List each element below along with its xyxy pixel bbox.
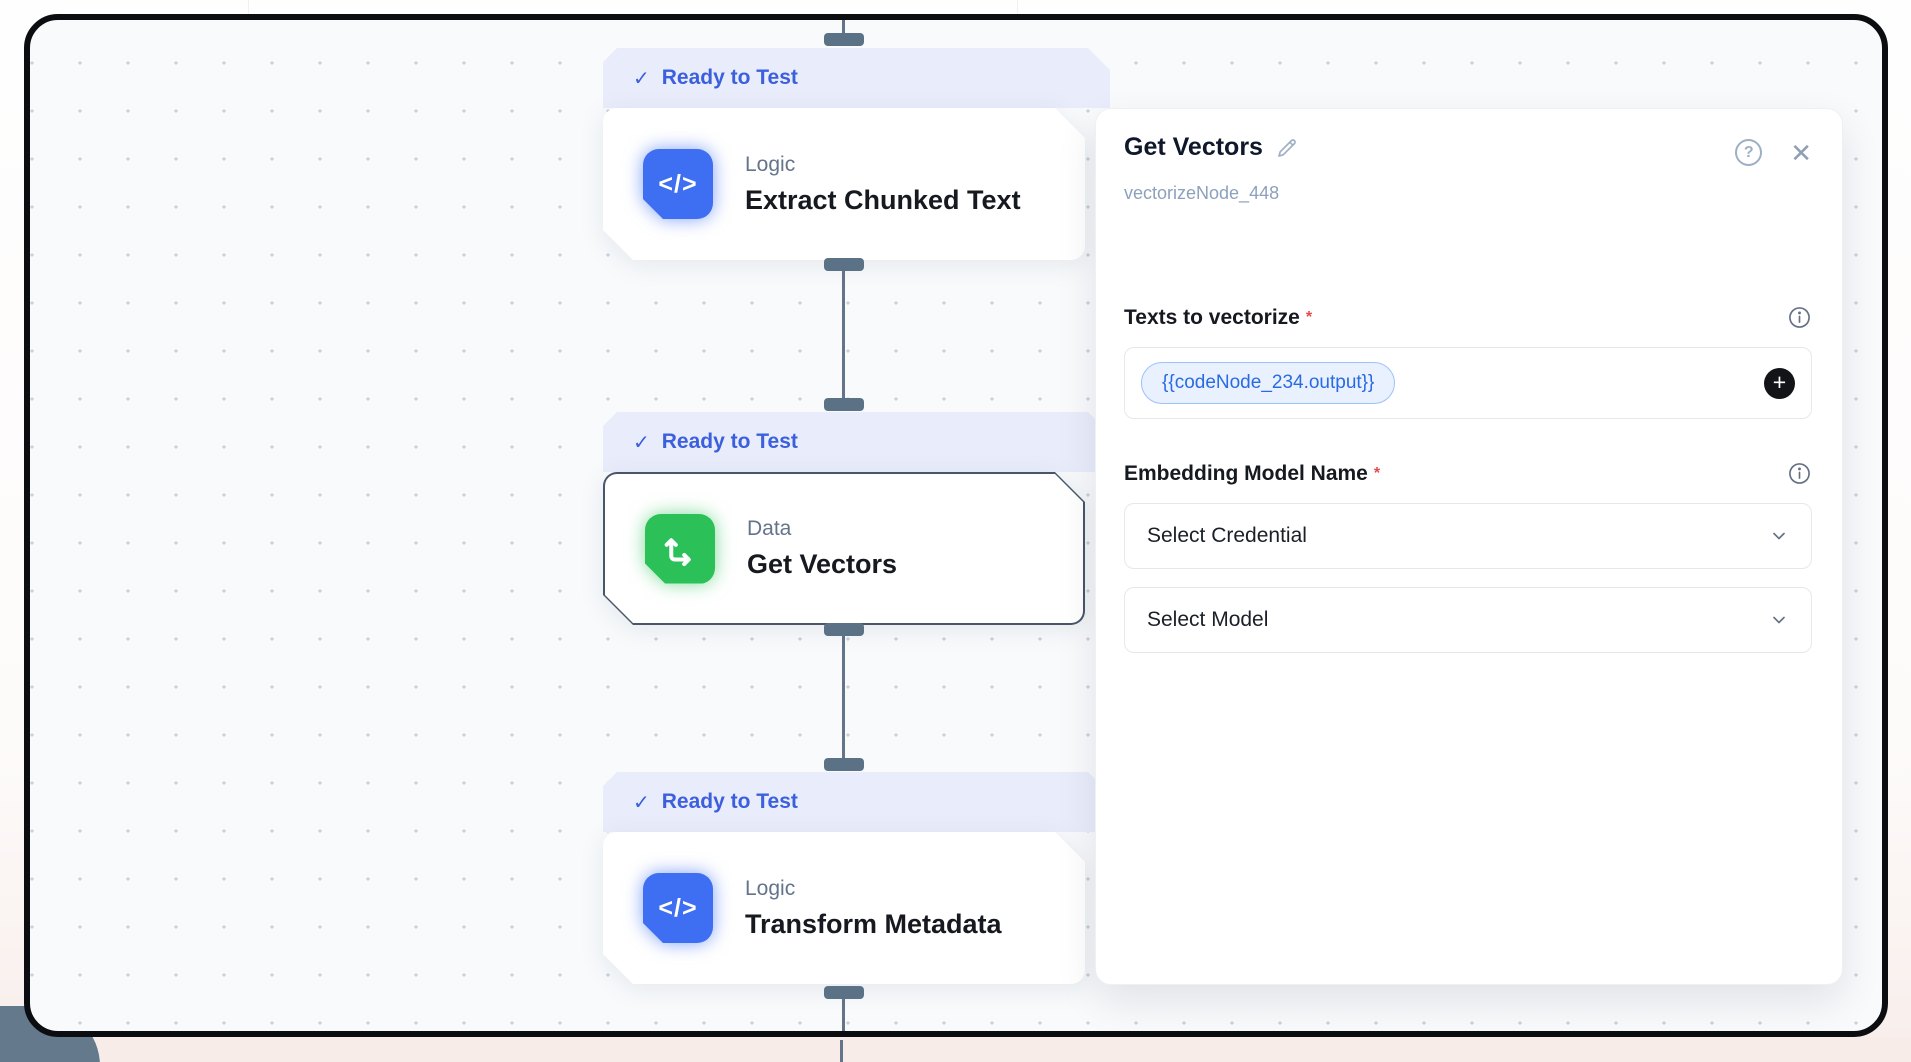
credential-select[interactable]: Select Credential	[1124, 503, 1812, 569]
panel-header: Get Vectors ? ✕	[1124, 133, 1812, 166]
chevron-down-icon	[1769, 610, 1789, 630]
code-icon: </>	[643, 149, 713, 219]
node-title: Transform Metadata	[745, 908, 1002, 939]
status-badge-label: Ready to Test	[661, 430, 798, 453]
connector-line-top	[842, 20, 845, 42]
node-card[interactable]: Data Get Vectors	[605, 474, 1083, 623]
check-icon: ✓	[633, 431, 650, 454]
connector-line-below-frame	[840, 1040, 843, 1062]
field-label-row: Texts to vectorize *	[1124, 305, 1812, 330]
help-icon[interactable]: ?	[1735, 139, 1763, 166]
field-label-row: Embedding Model Name *	[1124, 461, 1812, 486]
edit-pencil-icon[interactable]	[1275, 136, 1299, 160]
vector-axes-icon	[645, 514, 715, 584]
check-icon: ✓	[633, 67, 650, 90]
node-id-label: vectorizeNode_448	[1124, 183, 1280, 203]
required-asterisk: *	[1305, 308, 1313, 326]
node-transform-metadata: ✓ Ready to Test </> Logic Transform Meta…	[603, 772, 1110, 984]
connector-line-1-2	[842, 262, 845, 406]
node-extract-chunked-text: ✓ Ready to Test </> Logic Extract Chunke…	[603, 48, 1110, 260]
workflow-canvas[interactable]: ✓ Ready to Test </> Logic Extract Chunke…	[30, 20, 1882, 1031]
input-handle[interactable]	[824, 758, 864, 771]
status-badge-label: Ready to Test	[661, 66, 798, 89]
status-badge: ✓ Ready to Test	[603, 48, 1110, 108]
node-category: Logic	[745, 876, 796, 900]
field-label: Texts to vectorize	[1124, 305, 1300, 329]
node-title: Extract Chunked Text	[745, 184, 1021, 215]
output-handle[interactable]	[824, 986, 864, 999]
output-handle[interactable]	[824, 258, 864, 271]
node-config-panel: Get Vectors ? ✕ vectorizeNode_448 Texts	[1095, 108, 1843, 985]
info-icon[interactable]	[1787, 461, 1812, 486]
info-icon[interactable]	[1787, 305, 1812, 330]
credential-select-value: Select Credential	[1147, 524, 1307, 547]
node-category: Data	[747, 517, 792, 540]
check-icon: ✓	[633, 791, 650, 814]
status-badge: ✓ Ready to Test	[603, 772, 1110, 832]
model-select[interactable]: Select Model	[1124, 587, 1812, 653]
add-item-button[interactable]: +	[1764, 367, 1795, 399]
node-card[interactable]: </> Logic Extract Chunked Text	[603, 108, 1085, 260]
output-handle[interactable]	[824, 623, 864, 636]
code-icon: </>	[643, 873, 713, 943]
field-label: Embedding Model Name	[1124, 461, 1368, 485]
chevron-down-icon	[1769, 526, 1789, 546]
connector-line-bottom	[842, 992, 845, 1031]
workflow-frame: ✓ Ready to Test </> Logic Extract Chunke…	[24, 14, 1888, 1037]
connector-line-2-3	[842, 630, 845, 766]
variable-chip[interactable]: {{codeNode_234.output}}	[1141, 362, 1396, 404]
node-title: Get Vectors	[747, 549, 898, 579]
close-icon[interactable]: ✕	[1790, 137, 1812, 168]
node-category: Logic	[745, 152, 796, 176]
panel-title: Get Vectors	[1124, 133, 1263, 161]
input-handle[interactable]	[824, 398, 864, 411]
node-get-vectors: ✓ Ready to Test	[603, 412, 1110, 625]
background-strip	[0, 1037, 1911, 1062]
texts-to-vectorize-input[interactable]: {{codeNode_234.output}} +	[1124, 347, 1812, 419]
required-asterisk: *	[1373, 464, 1381, 482]
input-handle[interactable]	[824, 33, 864, 46]
model-select-value: Select Model	[1147, 608, 1269, 631]
status-badge: ✓ Ready to Test	[603, 412, 1110, 472]
status-badge-label: Ready to Test	[661, 790, 798, 813]
selected-node-outline: Data Get Vectors	[603, 472, 1085, 625]
node-card[interactable]: </> Logic Transform Metadata	[603, 832, 1085, 984]
